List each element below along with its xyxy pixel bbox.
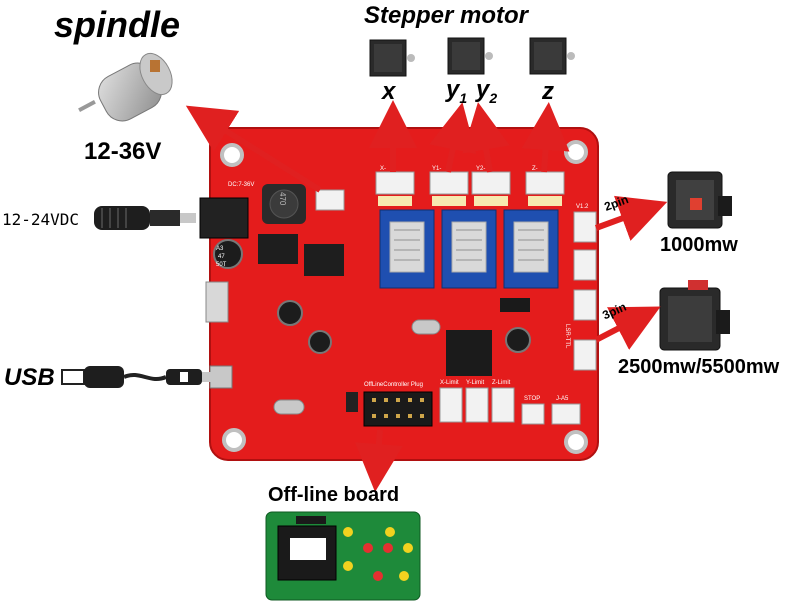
silk-inductor: 470 [278, 192, 287, 206]
axis-y2-label: y2 [476, 76, 497, 106]
silk-x-port: X- [380, 166, 386, 172]
power-input-label: 12-24VDC [2, 210, 80, 229]
silk-dc: DC:7-36V [228, 182, 254, 188]
usb-label: USB [4, 364, 55, 391]
axis-z-label: z [542, 78, 554, 105]
silk-y-limit: Y-Limit [466, 380, 484, 386]
offline-board [265, 511, 421, 601]
regulator-2 [304, 244, 344, 276]
axis-y1-letter: y [446, 76, 460, 103]
axis-y2-sub: 2 [489, 89, 498, 106]
dc-jack [199, 197, 249, 239]
laser-module-2500mw [659, 280, 730, 351]
spindle-voltage-label: 12-36V [84, 138, 162, 165]
regulator-1 [258, 234, 298, 264]
silk-z-port: Z- [532, 166, 538, 172]
silk-offline-plug: OffLineController Plug [364, 382, 423, 388]
controller-board: X- Y1- Y2- Z- DC:7-36V OffLineController… [199, 127, 599, 461]
microcontroller [446, 330, 492, 376]
laser-1000-label: 1000mw [660, 234, 738, 256]
offline-plug [363, 391, 433, 427]
silk-cap-c: 50T [216, 262, 227, 268]
silk-y2-port: Y2- [476, 166, 485, 172]
capacitors [213, 239, 531, 354]
axis-y1-label: y1 [446, 76, 467, 106]
silkscreen: X- Y1- Y2- Z- DC:7-36V OffLineController… [228, 166, 589, 402]
power-switch [205, 281, 229, 323]
silk-cap-b: 47 [218, 254, 225, 260]
limit-connectors [439, 387, 581, 425]
stepper-motor-z [529, 37, 575, 75]
axis-x-label: x [382, 78, 396, 105]
silk-j-a5: J-A5 [556, 396, 569, 402]
silk-laser-ttl: LSR-TTL [564, 324, 570, 349]
silk-x-limit: X-Limit [440, 380, 459, 386]
spindle-title: spindle [54, 4, 181, 45]
offline-board-label: Off-line board [268, 484, 400, 506]
laser-module-1000mw [667, 171, 732, 229]
spindle-connector [315, 189, 345, 211]
laser-connectors [573, 211, 597, 371]
spindle-motor [78, 52, 173, 122]
crystal [411, 319, 441, 335]
stepper-title: Stepper motor [364, 2, 529, 29]
silk-cap-a: A3 [216, 246, 224, 252]
silk-stop: STOP [524, 396, 540, 402]
laser-2500-label: 2500mw/5500mw [618, 356, 780, 378]
silk-y1-port: Y1- [432, 166, 441, 172]
stepper-connectors [375, 171, 565, 206]
axis-y2-letter: y [476, 76, 490, 103]
silk-ver: V1.2 [576, 204, 589, 210]
stepper-motor-y1 [447, 37, 493, 75]
stepper-motor-x [369, 39, 415, 77]
connection-arrows [185, 100, 668, 492]
usb-cable [61, 366, 214, 388]
stepper-drivers [379, 209, 559, 289]
jumper-header [500, 298, 530, 312]
silk-z-limit: Z-Limit [492, 380, 511, 386]
dc-power-plug [94, 206, 196, 230]
axis-y1-sub: 1 [459, 89, 468, 106]
